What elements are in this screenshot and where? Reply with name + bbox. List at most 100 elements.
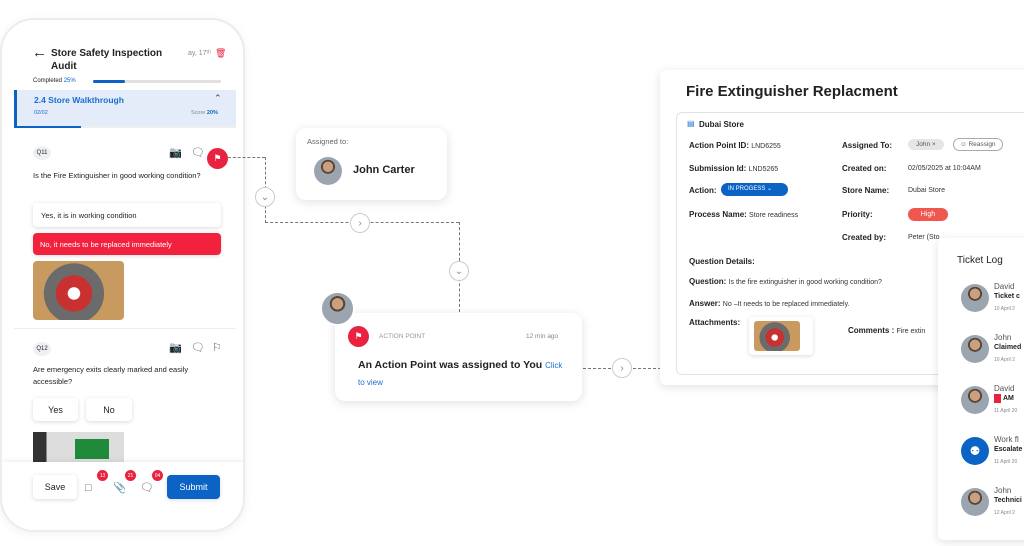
avatar xyxy=(961,386,989,414)
avatar xyxy=(961,335,989,363)
assigned-to-label: Assigned To: xyxy=(842,141,893,150)
created-on-label: Created on: xyxy=(842,164,887,173)
log-entry-action: Escalate xyxy=(994,446,1023,453)
question-detail: Question: Is the fire extinguisher in go… xyxy=(689,277,882,286)
reassign-button[interactable]: ☺ Reassign xyxy=(953,138,1003,151)
store-name-label: Store Name: xyxy=(842,186,890,195)
question-badge: Q11 xyxy=(33,146,51,160)
comments-count-badge: 04 xyxy=(152,470,163,481)
notification-time: 12 min ago xyxy=(526,333,559,340)
notification-message: An Action Point was assigned to You Clic… xyxy=(358,359,563,387)
log-entry-date: 10 April 2 xyxy=(994,306,1015,312)
store-heading: Dubai Store xyxy=(699,120,744,129)
audit-title-line2: Audit xyxy=(51,61,77,72)
log-entry-action: Claimed xyxy=(994,344,1022,351)
trash-icon[interactable]: 🗑 xyxy=(215,48,227,58)
ticket-log-entry[interactable]: John Claimed 10 April 2 xyxy=(938,333,1024,381)
assignee-name: John Carter xyxy=(353,164,415,176)
log-entry-name: David xyxy=(994,282,1015,291)
detail-box: ▤ Dubai Store Action Point ID: LND6255 S… xyxy=(676,112,1024,375)
avatar xyxy=(961,488,989,516)
comment-icon[interactable]: 🗨 xyxy=(191,147,203,160)
save-button[interactable]: Save xyxy=(33,475,77,499)
created-on-value: 02/05/2025 at 10:04AM xyxy=(908,165,981,172)
avatar xyxy=(320,291,355,326)
log-entry-date: 11 April 20 xyxy=(994,408,1018,414)
option-no-selected[interactable]: No, it needs to be replaced immediately xyxy=(33,233,221,255)
ticket-log-entry[interactable]: ⚉ Work fl Escalate 11 April 20 xyxy=(938,435,1024,483)
yes-button[interactable]: Yes xyxy=(33,398,78,421)
assignee-chip[interactable]: John × xyxy=(908,139,944,150)
assigned-to-card: Assigned to: John Carter xyxy=(296,128,447,200)
chevron-up-icon[interactable]: ⌃ xyxy=(214,93,222,103)
log-entry-name: Work fl xyxy=(994,435,1019,444)
log-entry-action: AM xyxy=(1003,395,1014,402)
submit-button[interactable]: Submit xyxy=(167,475,220,499)
fire-extinguisher-photo[interactable] xyxy=(33,261,124,320)
comments-icon[interactable]: 🗨 xyxy=(140,482,152,495)
store-name-value: Dubai Store xyxy=(908,187,945,194)
chevron-right-icon[interactable]: › xyxy=(350,213,370,233)
section-header[interactable]: 2.4 Store Walkthrough 02/02 ⌃ Score 20% xyxy=(14,90,236,126)
section-title: 2.4 Store Walkthrough xyxy=(34,95,124,105)
chevron-down-icon[interactable]: ⌄ xyxy=(255,187,275,207)
chevron-right-icon[interactable]: › xyxy=(612,358,632,378)
flag-icon[interactable]: ⚐ xyxy=(212,342,222,354)
priority-badge: High xyxy=(908,208,948,221)
log-entry-action: Ticket c xyxy=(994,293,1020,300)
ticket-log-title: Ticket Log xyxy=(957,255,1003,266)
assigned-label: Assigned to: xyxy=(307,137,349,146)
completed-progress-bar xyxy=(93,80,221,83)
store-icon: ▤ xyxy=(687,119,695,128)
audit-date: ay, 17ᵗʰ xyxy=(188,50,211,57)
section-progress xyxy=(14,126,236,128)
avatar xyxy=(961,284,989,312)
log-entry-date: 10 April 2 xyxy=(994,357,1015,363)
option-yes[interactable]: Yes, it is in working condition xyxy=(33,203,221,227)
bot-icon: ⚉ xyxy=(961,437,989,465)
detail-title: Fire Extinguisher Replacment xyxy=(686,83,898,100)
back-arrow-icon[interactable]: ← xyxy=(32,44,47,61)
flag-icon: ⚑ xyxy=(348,326,369,347)
paperclip-icon[interactable]: 📎 xyxy=(113,482,125,495)
log-entry-name: David xyxy=(994,384,1015,393)
action-point-detail-panel: Fire Extinguisher Replacment ▤ Dubai Sto… xyxy=(660,70,1024,385)
action-point-notification[interactable]: ⚑ ACTION POINT 12 min ago An Action Poin… xyxy=(335,313,582,401)
exit-sign-photo[interactable] xyxy=(33,432,124,464)
comment-icon[interactable]: 🗨 xyxy=(191,342,203,355)
attachments-label: Attachments: xyxy=(689,318,741,327)
ticket-log-entry[interactable]: David AM 11 April 20 xyxy=(938,384,1024,432)
chevron-down-icon[interactable]: ⌄ xyxy=(449,261,469,281)
footer-bar: Save □13 📎21 🗨04 Submit xyxy=(2,462,243,530)
camera-icon[interactable]: 📷 xyxy=(169,342,181,355)
question-icon[interactable]: □ xyxy=(85,482,92,494)
avatar xyxy=(314,157,342,185)
action-label: Action: xyxy=(689,186,717,195)
pdf-file-icon xyxy=(994,394,1001,403)
ticket-log-entry[interactable]: David Ticket c 10 April 2 xyxy=(938,282,1024,330)
audit-title: Store Safety Inspection xyxy=(51,48,163,59)
created-by-label: Created by: xyxy=(842,233,887,242)
ticket-log-entry[interactable]: John Technici 12 April 2 xyxy=(938,486,1024,534)
action-status-dropdown[interactable]: IN PROGESS ⌄ xyxy=(721,183,788,196)
divider xyxy=(14,328,236,329)
process-name: Process Name: Store readiness xyxy=(689,210,799,219)
ticket-log-panel: Ticket Log David Ticket c 10 April 2 Joh… xyxy=(938,238,1024,540)
answer-detail: Answer: No –It needs to be replaced imme… xyxy=(689,299,850,308)
log-entry-name: John xyxy=(994,333,1012,342)
action-point-id: Action Point ID: LND6255 xyxy=(689,141,781,150)
section-count: 02/02 xyxy=(34,110,48,116)
flag-icon[interactable]: ⚑ xyxy=(207,148,228,169)
no-button[interactable]: No xyxy=(86,398,132,421)
mobile-phone-frame: ← Store Safety Inspection Audit ay, 17ᵗʰ… xyxy=(0,18,245,532)
question-text: Is the Fire Extinguisher in good working… xyxy=(33,171,201,180)
click-to-view-link[interactable]: Click to view xyxy=(358,361,563,387)
log-entry-action: Technici xyxy=(994,497,1022,504)
attachment-thumbnail[interactable] xyxy=(749,317,813,355)
connector-line xyxy=(228,157,265,158)
log-entry-date: 12 April 2 xyxy=(994,510,1015,516)
comments-detail: Comments : Fire extin xyxy=(848,326,926,335)
camera-icon[interactable]: 📷 xyxy=(169,147,181,160)
submission-id: Submission Id: LND5265 xyxy=(689,164,779,173)
notification-category: ACTION POINT xyxy=(379,333,426,340)
